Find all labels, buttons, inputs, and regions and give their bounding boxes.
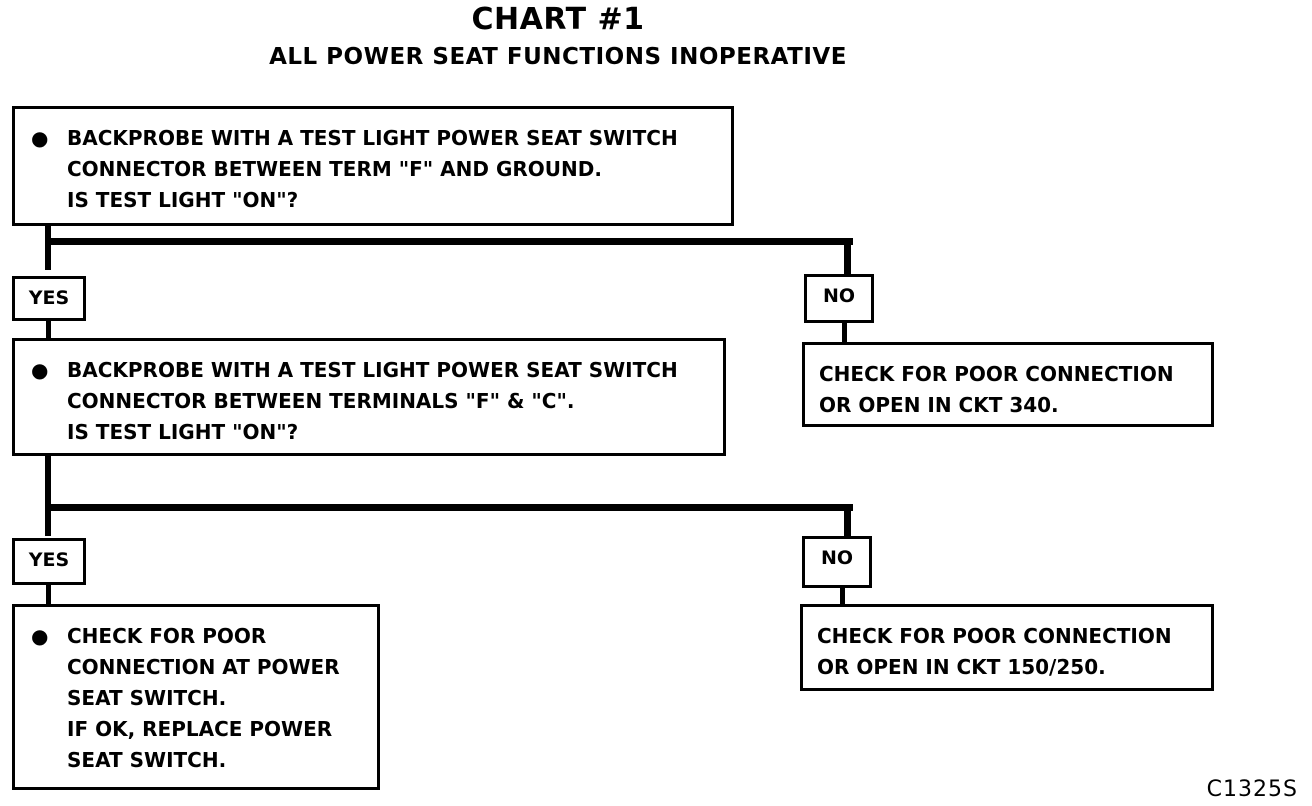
chart-title: CHART #1 xyxy=(471,2,645,37)
connector-line xyxy=(842,320,847,345)
result-line: CONNECTION AT POWER xyxy=(67,655,340,679)
bullet-icon: ● xyxy=(31,126,49,150)
step1-box: ● BACKPROBE WITH A TEST LIGHT POWER SEAT… xyxy=(12,106,734,226)
result-line: CHECK FOR POOR CONNECTION xyxy=(819,362,1174,386)
connector-line xyxy=(844,238,851,274)
connector-line xyxy=(840,585,845,605)
step2-line: CONNECTOR BETWEEN TERMINALS "F" & "C". xyxy=(67,389,575,413)
result-line: CHECK FOR POOR CONNECTION xyxy=(817,624,1172,648)
no-label-2: NO xyxy=(802,536,872,588)
step1-line: CONNECTOR BETWEEN TERM "F" AND GROUND. xyxy=(67,157,602,181)
step2-box: ● BACKPROBE WITH A TEST LIGHT POWER SEAT… xyxy=(12,338,726,456)
step1-line: BACKPROBE WITH A TEST LIGHT POWER SEAT S… xyxy=(67,126,678,150)
result-replace-switch-box: ● CHECK FOR POOR CONNECTION AT POWER SEA… xyxy=(12,604,380,790)
connector-line xyxy=(45,224,51,270)
result-line: CHECK FOR POOR xyxy=(67,624,267,648)
no-label-1: NO xyxy=(804,274,874,323)
result-line: SEAT SWITCH. xyxy=(67,686,227,710)
result-line: OR OPEN IN CKT 150/250. xyxy=(817,655,1106,679)
connector-line xyxy=(844,504,851,536)
step1-line: IS TEST LIGHT "ON"? xyxy=(67,188,299,212)
yes-label-1: YES xyxy=(12,276,86,321)
connector-line xyxy=(45,454,51,536)
result-ckt150-box: CHECK FOR POOR CONNECTION OR OPEN IN CKT… xyxy=(800,604,1214,691)
connector-line xyxy=(46,583,51,607)
connector-line xyxy=(45,238,853,245)
yes-label-2: YES xyxy=(12,538,86,585)
chart-subtitle: ALL POWER SEAT FUNCTIONS INOPERATIVE xyxy=(269,44,847,70)
step2-line: BACKPROBE WITH A TEST LIGHT POWER SEAT S… xyxy=(67,358,678,382)
result-ckt340-box: CHECK FOR POOR CONNECTION OR OPEN IN CKT… xyxy=(802,342,1214,427)
result-line: IF OK, REPLACE POWER xyxy=(67,717,333,741)
bullet-icon: ● xyxy=(31,624,49,648)
connector-line xyxy=(45,504,853,511)
result-line: SEAT SWITCH. xyxy=(67,748,227,772)
result-line: OR OPEN IN CKT 340. xyxy=(819,393,1059,417)
step2-line: IS TEST LIGHT "ON"? xyxy=(67,420,299,444)
connector-line xyxy=(46,318,51,340)
bullet-icon: ● xyxy=(31,358,49,382)
figure-code: C1325S xyxy=(1206,777,1298,802)
